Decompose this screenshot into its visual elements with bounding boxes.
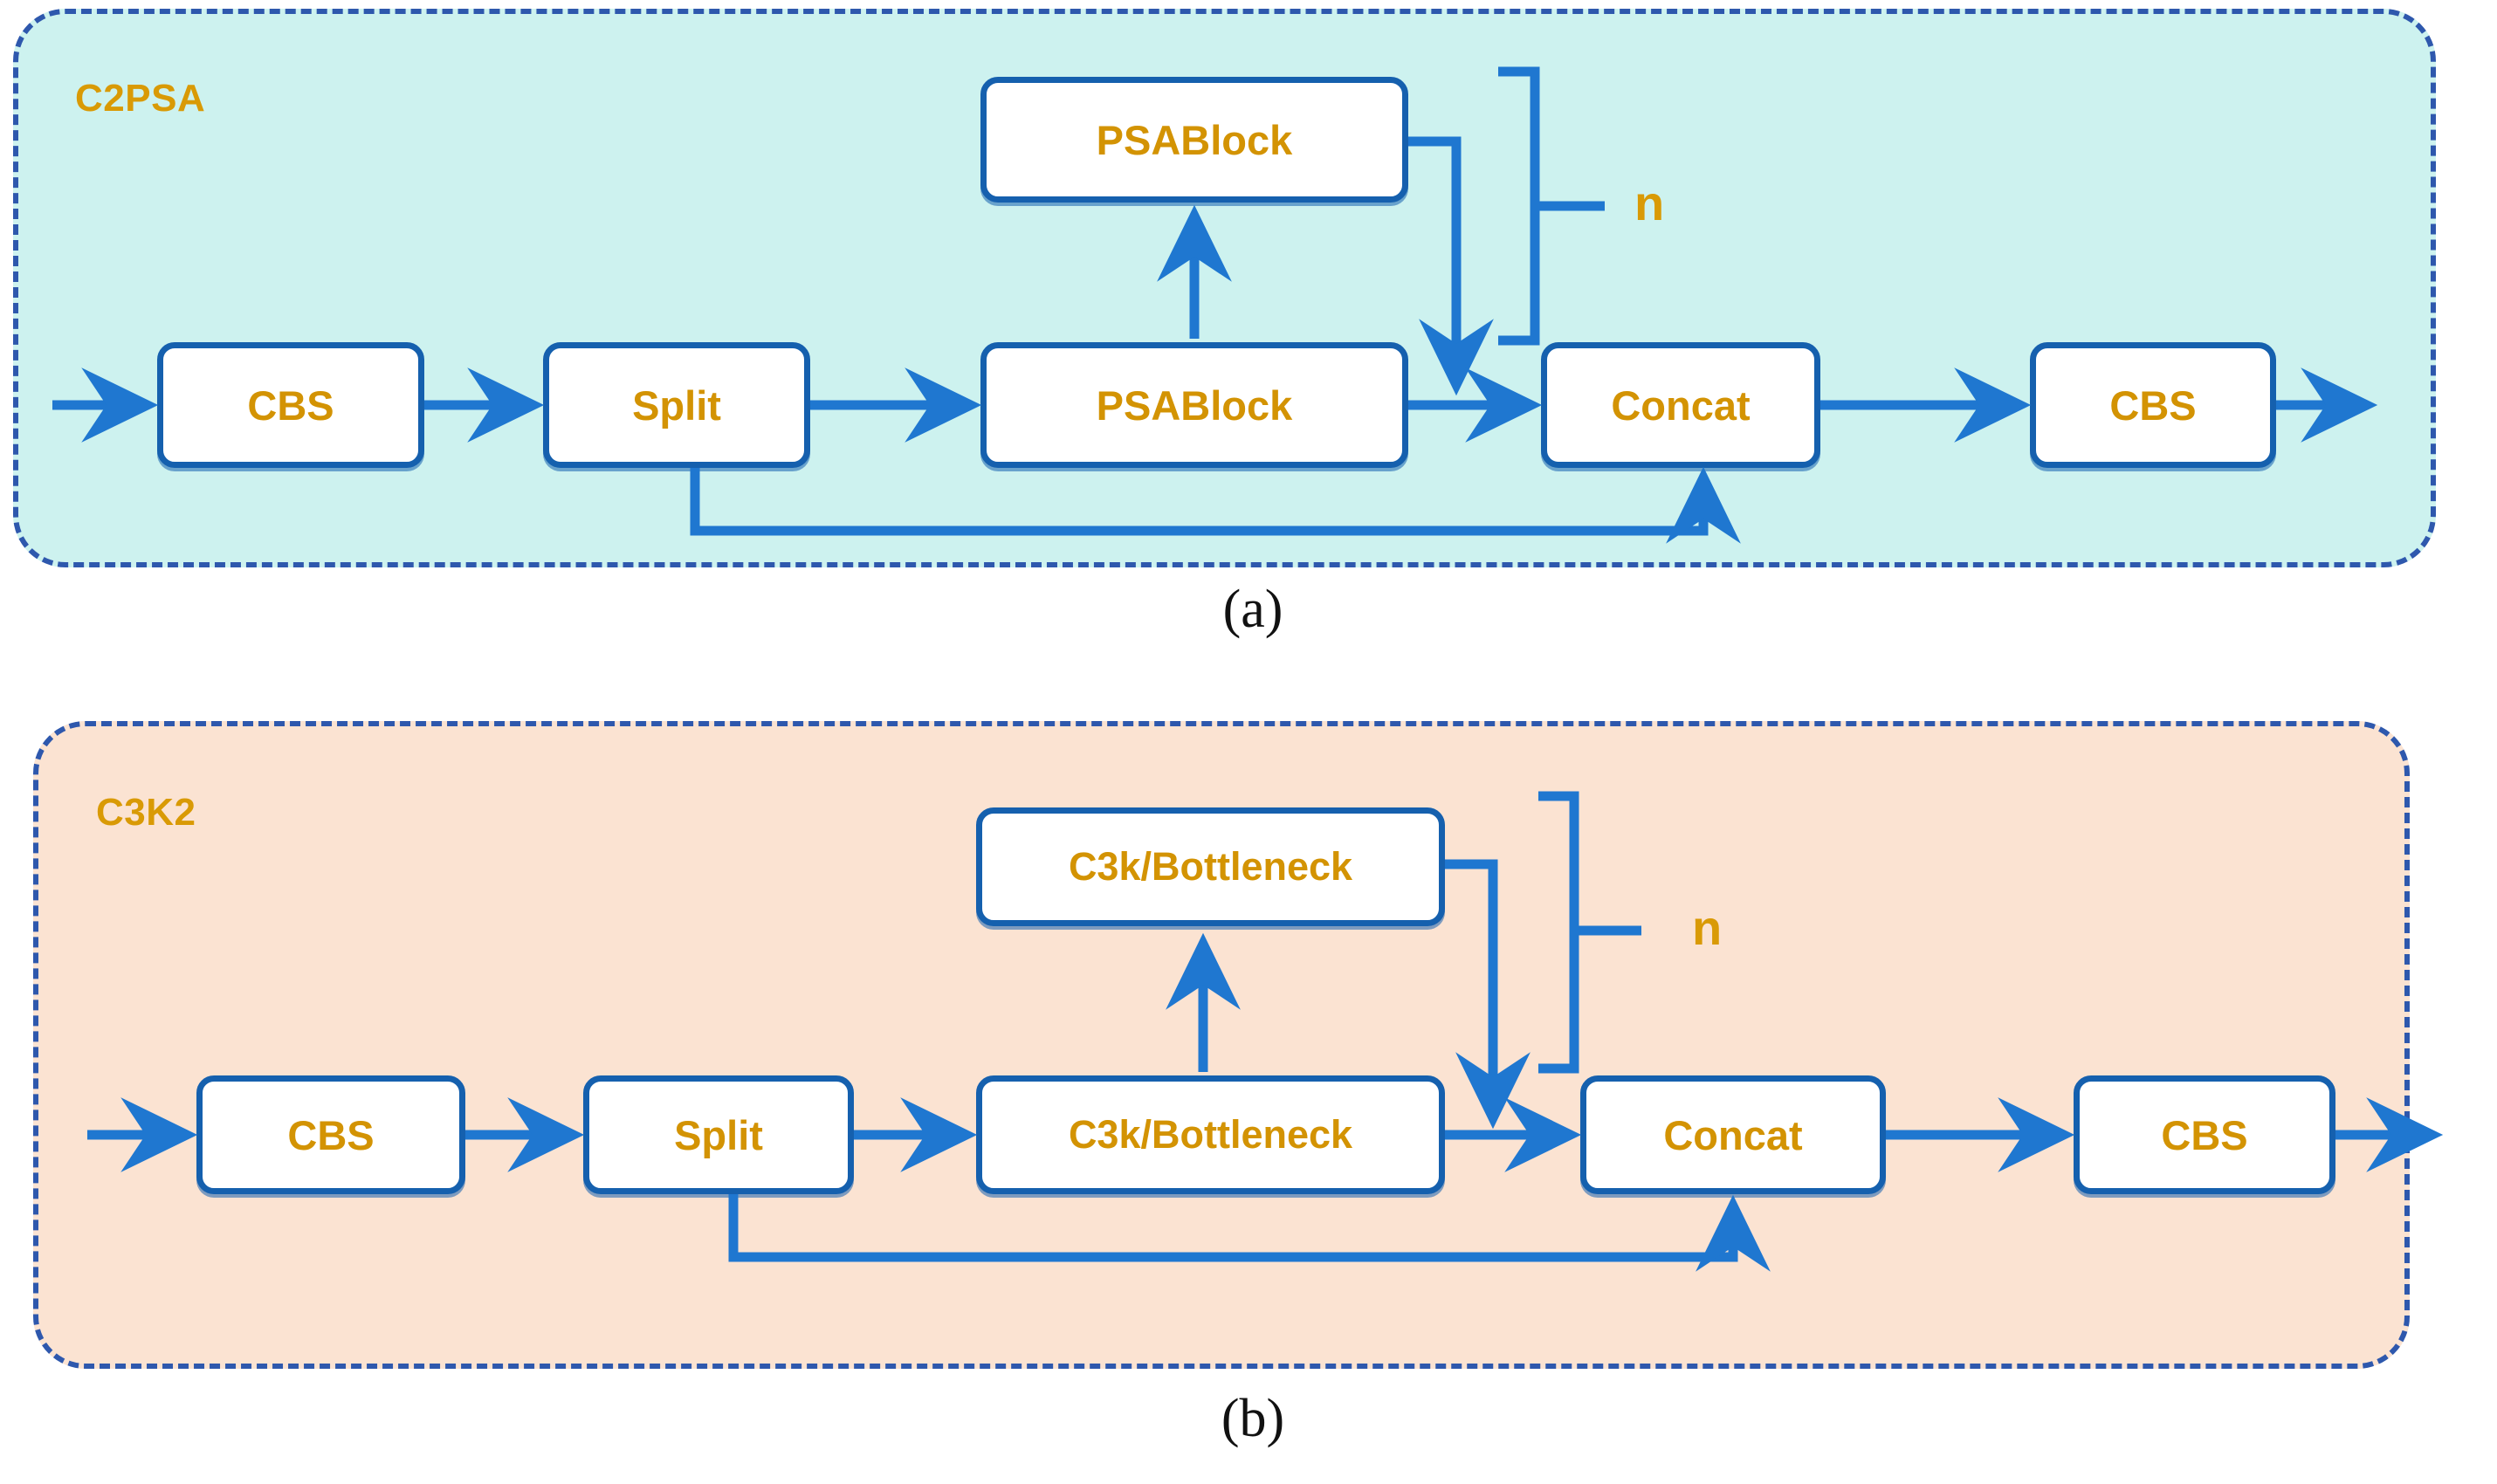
node-a-concat[interactable]: Concat (1541, 342, 1820, 468)
node-a-cbs-output[interactable]: CBS (2030, 342, 2276, 468)
node-b-cbs-input[interactable]: CBS (196, 1075, 465, 1194)
panel-b-title: C3K2 (96, 791, 196, 834)
subfigure-caption-b: (b) (1221, 1389, 1285, 1448)
subfigure-caption-a: (a) (1222, 580, 1283, 639)
node-b-cbs-output[interactable]: CBS (2074, 1075, 2335, 1194)
node-b-split[interactable]: Split (583, 1075, 854, 1194)
node-a-psablock-bottom[interactable]: PSABlock (980, 342, 1408, 468)
node-a-psablock-top[interactable]: PSABlock (980, 77, 1408, 203)
panel-a-title: C2PSA (75, 77, 206, 120)
node-b-c3k-bottleneck-bottom[interactable]: C3k/Bottleneck (976, 1075, 1445, 1194)
node-b-c3k-bottleneck-top[interactable]: C3k/Bottleneck (976, 807, 1445, 926)
panel-a-repeat-count: n (1634, 175, 1665, 230)
node-a-cbs-input[interactable]: CBS (157, 342, 424, 468)
panel-b-repeat-count: n (1692, 900, 1723, 955)
node-b-concat[interactable]: Concat (1580, 1075, 1886, 1194)
node-a-split[interactable]: Split (543, 342, 810, 468)
